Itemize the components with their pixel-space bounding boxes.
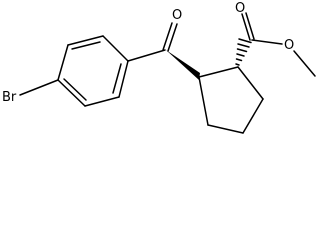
methoxy-bond: [293, 50, 316, 77]
ring-bond: [118, 60, 129, 98]
ring-bond: [198, 76, 209, 126]
aryl-carbonyl-bond: [127, 49, 166, 62]
c-br-bond: [19, 79, 59, 96]
cyclopentane-ring: [198, 66, 264, 134]
ester-single-bond: [251, 39, 283, 45]
wedge-bond: [166, 50, 200, 80]
ring-double-bond: [63, 78, 87, 101]
hash-line: [236, 48, 248, 53]
ester-ether-oxygen-label: O: [284, 38, 294, 53]
hash-line: [238, 38, 252, 44]
ring-bond: [198, 66, 239, 78]
ring-bond: [84, 96, 120, 107]
ester-double-bond: [241, 13, 251, 41]
ketone-double-bond: [162, 22, 173, 51]
hash-line: [235, 63, 240, 66]
hash-line: [236, 53, 245, 57]
ring-bond: [237, 66, 264, 100]
hash-line: [235, 58, 243, 62]
bromine-atom-label: Br: [2, 90, 17, 105]
ring-bond: [57, 79, 86, 107]
chemical-structure: Br O O O: [2, 1, 316, 134]
ring-double-bond: [112, 63, 122, 94]
ketone-double-bond: [167, 23, 178, 52]
ester-carbonyl-oxygen-label: O: [235, 1, 245, 16]
ring-double-bond: [71, 41, 101, 50]
benzene-ring: [57, 35, 129, 107]
hash-line: [237, 43, 250, 48]
ketone-oxygen-label: O: [172, 8, 182, 23]
ester-double-bond: [245, 12, 255, 40]
ring-bond: [242, 98, 264, 134]
ring-bond: [207, 124, 244, 134]
ring-bond: [102, 35, 129, 62]
ring-bond: [57, 44, 69, 81]
ring-bond: [67, 35, 104, 46]
hashed-wedge-bond: [235, 38, 252, 66]
